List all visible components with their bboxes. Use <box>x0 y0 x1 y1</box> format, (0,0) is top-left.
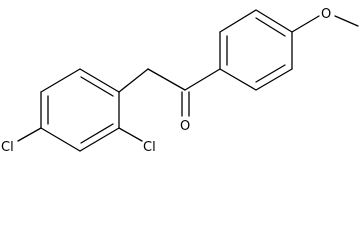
ring-b-bond-6 <box>219 68 257 91</box>
ring-a-bond-1 <box>79 68 120 93</box>
methoxyphenyl-ring <box>219 9 293 91</box>
chlorine-para-label: Cl <box>1 140 14 155</box>
ring-b-inner-bond-2 <box>255 17 286 37</box>
bond-ring-methoxy-o <box>291 15 320 33</box>
bond-methoxy-o-ch3 <box>334 15 359 27</box>
bond-carbonyl-ring <box>184 68 221 91</box>
ring-a-inner-bond-1 <box>80 76 114 97</box>
dichlorophenyl-ring <box>40 68 120 152</box>
carbonyl-oxygen-label: O <box>180 119 190 134</box>
ring-a-inner-bond-2 <box>80 123 114 144</box>
bond-ring-ch2 <box>118 68 149 93</box>
ring-a-bond-4 <box>40 127 81 152</box>
ring-a-bond-6 <box>40 68 81 93</box>
bond-c4-cl <box>17 127 42 142</box>
methoxy-oxygen-label: O <box>321 7 331 22</box>
ring-b-bond-5 <box>255 68 293 91</box>
ring-b-bond-3 <box>255 9 293 33</box>
ring-b-bond-2 <box>219 9 257 33</box>
bond-ch2-carbonyl <box>147 68 186 91</box>
bond-c2-cl <box>118 127 143 142</box>
ring-a-bond-3 <box>79 127 120 152</box>
molecular-structure: Cl Cl O O <box>1 7 359 155</box>
chlorine-ortho-label: Cl <box>143 140 156 155</box>
ring-b-inner-bond-3 <box>255 64 286 83</box>
